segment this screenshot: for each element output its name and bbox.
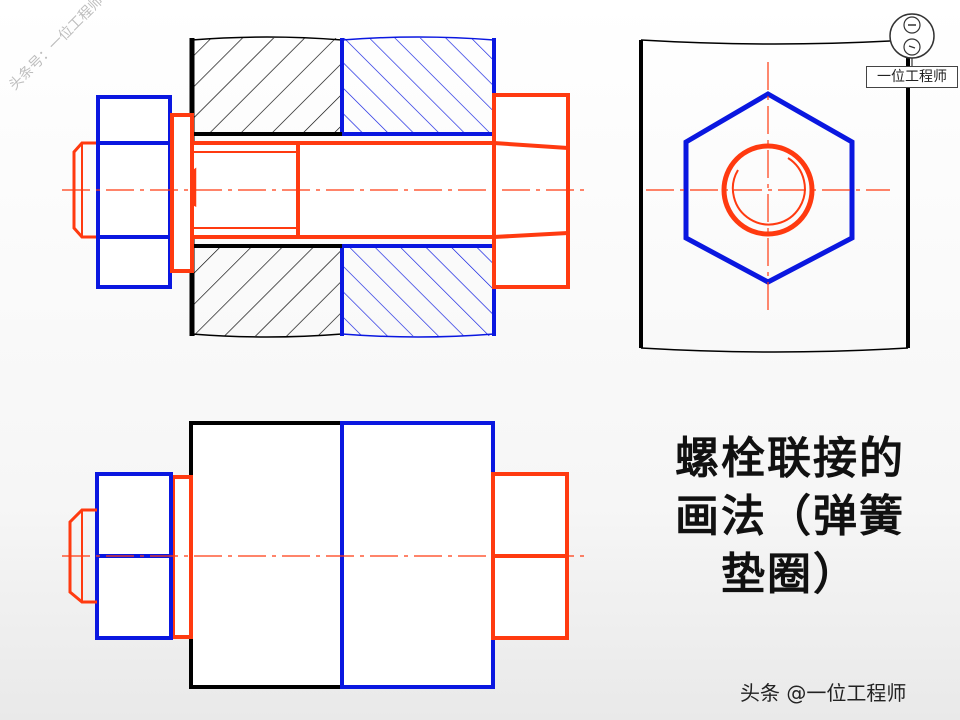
source-mark: 头条 @一位工程师 (740, 681, 907, 705)
lower-left-plate-hatch (192, 246, 342, 336)
end-view (639, 39, 910, 353)
plate-break-bottom-left (191, 333, 343, 338)
thread-arc (731, 157, 806, 226)
exterior-spring-washer (171, 475, 193, 639)
title-line-2: 画法（弹簧 (675, 491, 905, 542)
exterior-view (62, 421, 586, 689)
lower-right-plate-hatch (342, 246, 494, 336)
end-view-break-top (640, 39, 909, 45)
plate-break-top-left (191, 36, 343, 41)
logo-label: 一位工程师 (866, 66, 958, 88)
upper-left-plate-hatch (192, 38, 342, 134)
end-view-break-bottom (640, 347, 909, 353)
upper-right-plate-hatch (342, 38, 494, 134)
diagram-title: 螺栓联接的 画法（弹簧 垫圈） (640, 430, 940, 604)
exterior-plate-left (189, 421, 344, 689)
nut-side-view (96, 95, 172, 289)
section-view (62, 36, 586, 338)
logo: 一位工程师 (866, 6, 958, 88)
title-line-1: 螺栓联接的 (675, 433, 905, 484)
plate-break-bottom-right (341, 333, 495, 338)
spring-washer (170, 113, 194, 273)
bolt-head-right (492, 93, 570, 289)
title-line-3: 垫圈） (721, 549, 859, 600)
seal-logo-icon (889, 13, 935, 68)
plate-break-top-right (341, 36, 495, 41)
hex-nut-outline (683, 91, 855, 285)
exterior-plate-right (340, 421, 495, 689)
